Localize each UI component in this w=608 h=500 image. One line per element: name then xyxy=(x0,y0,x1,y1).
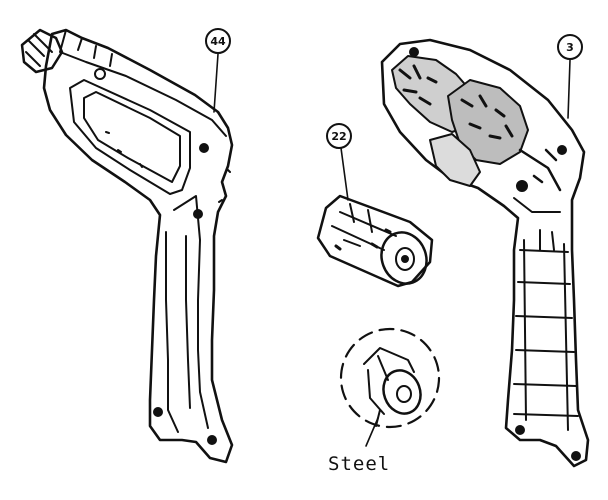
callout-22-label: 22 xyxy=(331,130,346,143)
callout-44-label: 44 xyxy=(210,35,226,48)
left-housing-half xyxy=(20,28,234,464)
steel-caption: Steel xyxy=(328,453,390,475)
callout-44: 44 xyxy=(205,28,231,113)
callout-22: 22 xyxy=(326,123,352,201)
right-housing-half xyxy=(380,38,590,468)
motor xyxy=(316,194,434,288)
callout-3-label: 3 xyxy=(566,41,574,54)
steel-leader: Steel xyxy=(328,417,390,475)
detail-view xyxy=(339,327,441,429)
callout-3: 3 xyxy=(557,34,583,119)
